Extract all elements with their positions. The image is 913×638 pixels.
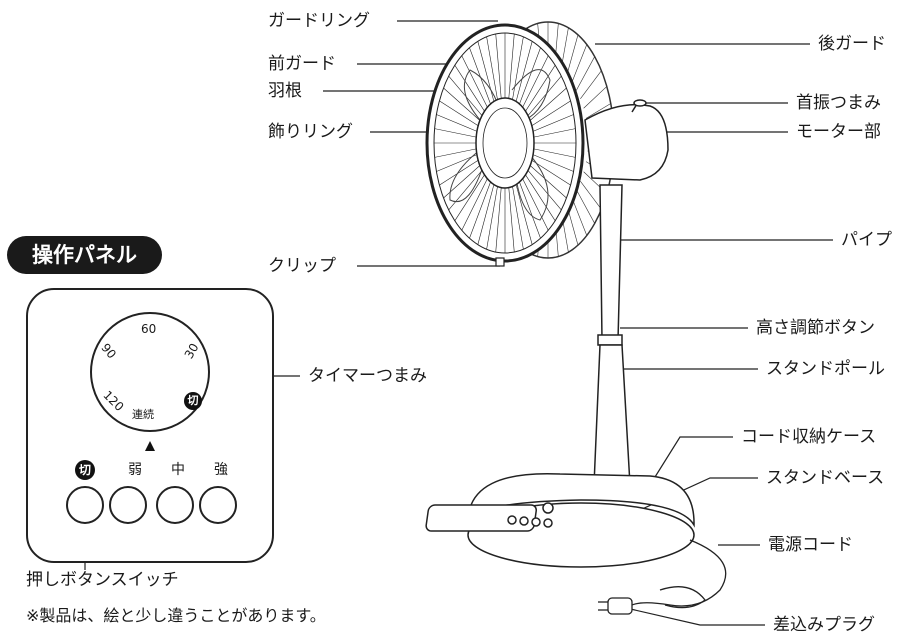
blades — [449, 69, 551, 221]
dial-tick-90: 90 — [98, 340, 119, 362]
label-cord-case: コード収納ケース — [741, 427, 877, 447]
label-power-cord: 電源コード — [768, 535, 853, 555]
label-push-switch: 押しボタンスイッチ — [26, 570, 179, 590]
off-button[interactable] — [66, 486, 104, 524]
dial-off: 切 — [184, 392, 202, 410]
button-label-weak: 弱 — [128, 462, 142, 478]
label-swing-knob: 首振つまみ — [796, 93, 881, 113]
motor-unit — [584, 99, 669, 181]
timer-dial[interactable]: 60 90 30 120 連続 切 — [90, 312, 210, 432]
label-stand-base: スタンドベース — [766, 468, 885, 488]
label-rear-guard: 後ガード — [818, 34, 886, 54]
footnote: ※製品は、絵と少し違うことがあります。 — [26, 606, 326, 625]
dial-tick-60: 60 — [141, 322, 157, 336]
label-blade: 羽根 — [268, 81, 302, 101]
stand — [593, 184, 631, 486]
label-motor: モーター部 — [796, 122, 881, 142]
decorative-ring — [475, 97, 535, 189]
label-clip: クリップ — [268, 256, 336, 276]
label-pipe: パイプ — [841, 230, 892, 250]
clip — [495, 257, 505, 267]
label-height-button: 高さ調節ボタン — [756, 318, 875, 338]
label-deco-ring: 飾りリング — [268, 122, 353, 142]
dial-tick-30: 30 — [181, 340, 202, 362]
dial-continuous: 連続 — [132, 408, 154, 421]
weak-button[interactable] — [109, 486, 147, 524]
button-label-off: 切 — [75, 460, 95, 480]
mid-button[interactable] — [156, 486, 194, 524]
strong-button[interactable] — [199, 486, 237, 524]
label-plug: 差込みプラグ — [773, 615, 875, 635]
label-guard-ring: ガードリング — [268, 11, 370, 31]
dial-pointer-icon — [145, 441, 155, 451]
button-label-mid: 中 — [171, 462, 185, 478]
stand-base — [425, 472, 695, 568]
operation-panel: 60 90 30 120 連続 切 切 弱 中 強 — [26, 288, 274, 563]
label-front-guard: 前ガード — [268, 54, 336, 74]
dial-tick-120: 120 — [100, 387, 127, 415]
label-stand-pole: スタンドポール — [766, 359, 885, 379]
panel-title: 操作パネル — [7, 236, 162, 274]
label-timer-knob: タイマーつまみ — [308, 366, 427, 386]
power-cord — [598, 539, 727, 615]
button-label-strong: 強 — [214, 462, 228, 478]
